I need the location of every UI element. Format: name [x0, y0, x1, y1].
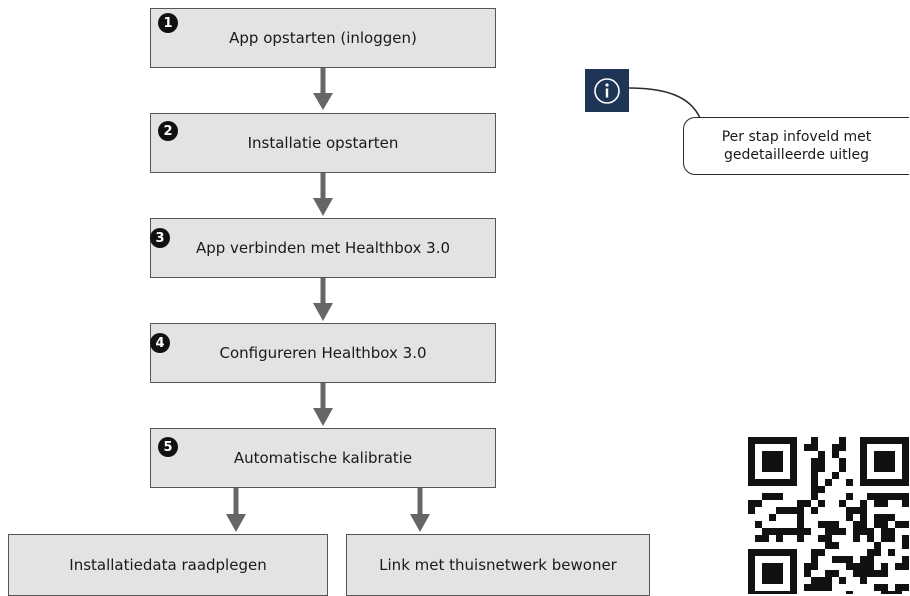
qr-code-icon: [748, 437, 909, 594]
step-4-box: Configureren Healthbox 3.0: [150, 323, 496, 383]
step-2-badge: 2: [158, 121, 178, 141]
step-5-box: Automatische kalibratie: [150, 428, 496, 488]
branch-installatiedata-box: Installatiedata raadplegen: [8, 534, 328, 596]
step-5-badge: 5: [158, 437, 178, 457]
step-3-badge: 3: [150, 228, 170, 248]
step-4-label: Configureren Healthbox 3.0: [219, 344, 427, 362]
step-1-label: App opstarten (inloggen): [229, 29, 417, 47]
branch-thuisnetwerk-label: Link met thuisnetwerk bewoner: [379, 556, 617, 574]
step-1-box: App opstarten (inloggen): [150, 8, 496, 68]
step-5-label: Automatische kalibratie: [233, 449, 413, 467]
info-callout: Per stap infoveld met gedetailleerde uit…: [683, 117, 909, 175]
step-1-badge: 1: [158, 13, 178, 33]
step-3-box: App verbinden met Healthbox 3.0: [150, 218, 496, 278]
info-callout-line-2: gedetailleerde uitleg: [723, 147, 870, 163]
step-3-label: App verbinden met Healthbox 3.0: [195, 239, 451, 257]
info-icon: [585, 69, 629, 112]
info-callout-line-1: Per stap infoveld met: [721, 129, 872, 145]
step-4-badge: 4: [150, 333, 170, 353]
branch-installatiedata-label: Installatiedata raadplegen: [69, 556, 267, 574]
step-2-box: Installatie opstarten: [150, 113, 496, 173]
branch-thuisnetwerk-box: Link met thuisnetwerk bewoner: [346, 534, 650, 596]
step-2-label: Installatie opstarten: [247, 134, 399, 152]
